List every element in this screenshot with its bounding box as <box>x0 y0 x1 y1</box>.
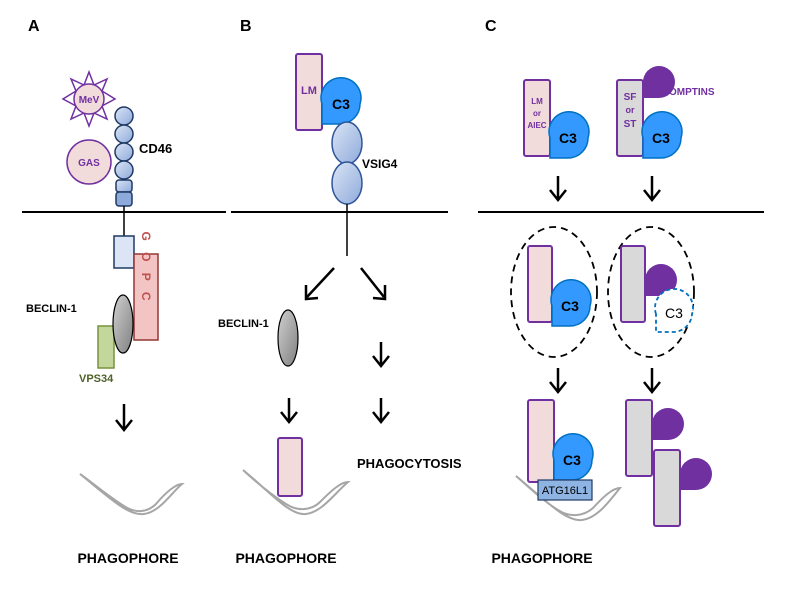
arrow-c-bottom-left <box>549 368 567 395</box>
c3-label-c-left: C3 <box>559 130 577 146</box>
sf-st-label-2: or <box>626 105 635 115</box>
gas-circle <box>66 139 112 185</box>
cd46-domain-4 <box>114 160 134 180</box>
beclin-ellipse-b <box>277 309 299 367</box>
arrow-b-right-2 <box>372 342 390 369</box>
c3-label-c-right: C3 <box>652 130 670 146</box>
panel-a: A MeV GAS CD46 G O P C <box>22 18 226 566</box>
lm-aiec-bacterium <box>523 79 551 157</box>
gopc-label: G O P C <box>139 231 153 304</box>
gas-label: GAS <box>78 158 100 169</box>
c3-label-degraded: C3 <box>665 305 683 321</box>
phagophore-label-a: PHAGOPHORE <box>77 550 178 566</box>
sf-st-bacterium <box>616 79 644 157</box>
panel-c: C LM or AIEC C3 SF or ST OMPTINS C3 C <box>478 18 764 566</box>
cd46-domain-1 <box>114 106 134 126</box>
arrow-c-bottom-right <box>643 368 661 395</box>
lm-bacterium-b-internal <box>277 437 303 497</box>
sf-st-label-1: SF <box>624 92 637 103</box>
vsig4-label: VSIG4 <box>362 157 398 171</box>
c3-blob-c-vac <box>550 279 592 327</box>
omptin-c-top <box>643 66 675 98</box>
c3-blob-c-right <box>641 111 683 159</box>
panel-a-letter: A <box>28 18 40 35</box>
c3-label-c-vac: C3 <box>561 298 579 314</box>
cd46-domain-3 <box>114 142 134 162</box>
phagophore-label-b: PHAGOPHORE <box>235 550 336 566</box>
c3-blob-c-left <box>548 111 590 159</box>
gopc-box <box>133 253 159 341</box>
arrow-a <box>115 404 133 433</box>
phagophore-c <box>515 475 623 522</box>
vsig4-domain-1 <box>331 121 363 165</box>
c3-label-c-auto: C3 <box>563 452 581 468</box>
cd46-stalk-2 <box>115 191 133 207</box>
omptin-c-vac <box>645 264 677 296</box>
c3-blob-b <box>320 77 362 125</box>
cd46-cytoplasmic-tail <box>113 235 135 269</box>
arrow-b-left-2 <box>280 398 298 425</box>
beclin-label-b: BECLIN-1 <box>218 318 269 330</box>
mev-label: MeV <box>79 95 100 106</box>
lm-aiec-internal <box>527 245 553 323</box>
beclin-label-a: BECLIN-1 <box>26 303 77 315</box>
cd46-receptor: CD46 <box>114 106 172 207</box>
lm-aiec-label-3: AIEC <box>527 121 546 130</box>
phagocytosis-label: PHAGOCYTOSIS <box>357 456 462 471</box>
vps34-box <box>97 325 115 369</box>
vsig4-domain-2 <box>331 161 363 205</box>
lm-label-b: LM <box>301 85 317 97</box>
sf-st-free-1 <box>625 399 653 477</box>
omptin-free-2 <box>680 458 712 490</box>
atg16l1-label: ATG16L1 <box>542 485 588 497</box>
c3-label-b: C3 <box>332 96 350 112</box>
cd46-label: CD46 <box>139 141 172 156</box>
gas-bacterium: GAS <box>66 139 112 185</box>
lm-aiec-label-1: LM <box>531 97 543 106</box>
lm-aiec-label-2: or <box>533 109 541 118</box>
vacuole-right <box>607 226 695 358</box>
arrow-c-top-right <box>643 176 661 203</box>
sf-st-internal <box>620 245 646 323</box>
gopc-protein: G O P C <box>133 231 159 341</box>
c3-degraded <box>654 288 694 333</box>
atg16l1-box <box>537 479 593 501</box>
omptins-label: OMPTINS <box>669 87 715 98</box>
panel-b: B LM C3 VSIG4 BECLIN-1 <box>218 18 462 566</box>
omptin-free-1 <box>652 408 684 440</box>
vacuole-left <box>510 226 598 358</box>
arrow-c-top-left <box>549 176 567 203</box>
beclin-ellipse-a <box>112 294 134 354</box>
lm-aiec-autophagy <box>527 399 555 483</box>
phagophore-label-c: PHAGOPHORE <box>491 550 592 566</box>
phagophore-b <box>242 469 351 516</box>
sf-st-free-2 <box>653 449 681 527</box>
arrow-b-right <box>360 267 387 301</box>
arrow-b-right-3 <box>372 398 390 425</box>
cd46-stalk <box>115 179 133 193</box>
arrow-b-left <box>304 267 335 301</box>
vps34-label: VPS34 <box>79 373 114 385</box>
c3-blob-c-auto <box>552 433 594 481</box>
phagophore-a <box>79 473 185 516</box>
panel-b-letter: B <box>240 18 252 35</box>
mev-core <box>73 83 105 115</box>
mev-virus: MeV <box>61 69 117 129</box>
cd46-domain-2 <box>114 124 134 144</box>
sf-st-label-3: ST <box>624 119 637 130</box>
panel-c-letter: C <box>485 18 497 35</box>
